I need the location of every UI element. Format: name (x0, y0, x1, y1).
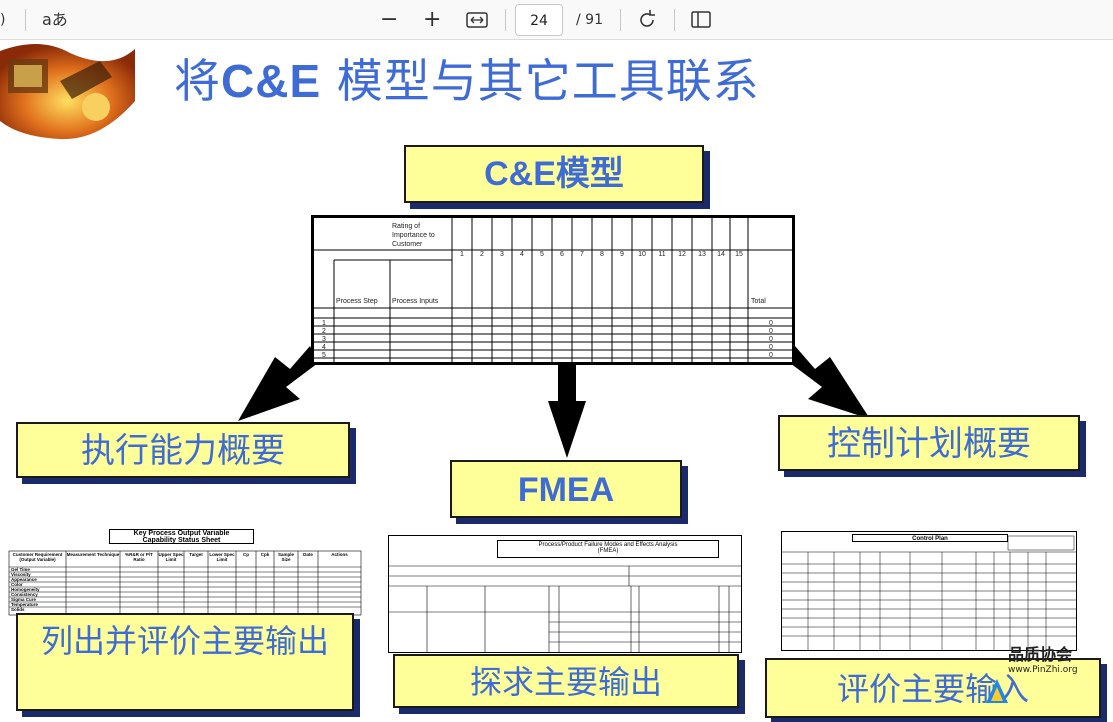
control-plan-box: 控制计划概要 (778, 415, 1080, 471)
slide-page: 将C&E 模型与其它工具联系 C&E模型 (0, 41, 1113, 722)
ce-row-total: 0 (769, 344, 773, 351)
capability-row-label: Solids (11, 607, 25, 612)
capability-header-cell: Date (303, 552, 313, 557)
ce-matrix: Rating of Importance to Customer Process… (311, 215, 795, 365)
ce-row-number: 3 (322, 336, 326, 343)
slide-title: 将C&E 模型与其它工具联系 (174, 45, 760, 111)
ce-column-number: 14 (717, 251, 725, 258)
watermark-url: www.PinZhi.org (1008, 665, 1078, 675)
control-plan-grid (782, 535, 1076, 650)
decorative-logo-image (0, 41, 140, 141)
capability-header-cell: %R&R or P/T Ratio (125, 552, 153, 562)
pdf-toolbar: ) aあ − + 24 / 91 (0, 0, 1113, 40)
capability-header-cell: Customer Requirement (Output Variable) (12, 552, 63, 562)
ce-column-number: 13 (698, 251, 706, 258)
read-aloud-button[interactable]: aあ (42, 10, 68, 29)
total-pages: / 91 (576, 12, 603, 28)
ce-row-total: 0 (769, 336, 773, 343)
control-plan-thumbnail: Control Plan (781, 531, 1077, 651)
ce-row-number: 1 (322, 320, 326, 327)
title-prefix: 将 (174, 54, 221, 108)
process-step-header: Process Step (336, 298, 378, 305)
ce-column-number: 1 (460, 251, 464, 258)
ce-column-number: 2 (480, 251, 484, 258)
watermark-logo-icon (986, 679, 1008, 703)
ce-column-number: 3 (500, 251, 504, 258)
ce-column-number: 7 (580, 251, 584, 258)
ce-column-number: 15 (735, 251, 743, 258)
flow-arrows (238, 346, 870, 458)
fmea-sheet-title: Process/Product Failure Modes and Effect… (497, 540, 719, 558)
fmea-box: FMEA (450, 460, 682, 518)
capability-row-label: Consistency (11, 592, 38, 597)
ce-row-number: 5 (322, 352, 326, 359)
capability-header-cell: Cp (243, 552, 249, 557)
ce-row-total: 0 (769, 352, 773, 359)
ce-row-number: 2 (322, 328, 326, 335)
capability-row-label: Appearance (11, 577, 37, 582)
ce-column-number: 10 (638, 251, 646, 258)
capability-row-label: Gel Time (11, 567, 30, 572)
list-evaluate-outputs-box: 列出并评价主要输出 (16, 613, 354, 711)
total-header: Total (751, 298, 766, 305)
capability-header-cell: Actions (331, 552, 348, 557)
capability-row-label: Temperature (11, 602, 38, 607)
fit-width-icon[interactable] (466, 0, 488, 40)
capability-row-label: Color (11, 582, 23, 587)
page-view-icon[interactable] (690, 0, 712, 40)
toolbar-divider (620, 9, 621, 31)
capability-grid (8, 550, 362, 616)
ce-model-box: C&E模型 (404, 145, 704, 203)
ce-column-number: 11 (658, 251, 666, 258)
rating-label: Rating of Importance to Customer (392, 223, 435, 248)
capability-sheet-thumbnail: Key Process Output Variable Capability S… (8, 529, 362, 617)
capability-summary-box: 执行能力概要 (16, 422, 350, 478)
zoom-in-button[interactable]: + (423, 7, 442, 32)
ce-column-number: 12 (678, 251, 686, 258)
page-number-input[interactable]: 24 (515, 4, 563, 36)
capability-header-cell: Measurement Technique (66, 552, 120, 557)
toolbar-divider (505, 9, 506, 31)
ce-column-number: 9 (620, 251, 624, 258)
capability-header-cell: Cpk (260, 552, 270, 557)
ce-row-total: 0 (769, 328, 773, 335)
ce-row-total: 0 (769, 320, 773, 327)
fmea-grid (389, 565, 741, 652)
toolbar-divider (25, 9, 26, 31)
ce-column-number: 6 (560, 251, 564, 258)
reading-icon[interactable]: ) (0, 12, 6, 28)
rotate-icon[interactable] (636, 0, 658, 40)
capability-title-line2: Capability Status Sheet (142, 537, 221, 544)
ce-column-number: 4 (520, 251, 524, 258)
title-bold: C&E (221, 55, 322, 107)
capability-title-line1: Key Process Output Variable (133, 530, 230, 537)
capability-header-cell: Target (189, 552, 203, 557)
capability-row-label: Homogeneity (11, 587, 40, 592)
toolbar-divider (674, 9, 675, 31)
explore-outputs-box: 探求主要输出 (393, 654, 739, 708)
watermark: 品质协会 www.PinZhi.org (1008, 641, 1078, 675)
fmea-sheet-thumbnail: Process/Product Failure Modes and Effect… (388, 535, 742, 653)
capability-row-label: Sigma Cure (11, 597, 37, 602)
title-rest: 模型与其它工具联系 (321, 54, 760, 108)
ce-column-number: 5 (540, 251, 544, 258)
capability-header-cell: Sample Size (277, 552, 294, 562)
capability-sheet-title: Key Process Output Variable Capability S… (109, 529, 254, 544)
process-inputs-header: Process Inputs (392, 298, 439, 305)
watermark-text: 品质协会 (1008, 645, 1073, 664)
zoom-out-button[interactable]: − (380, 7, 399, 32)
capability-header-cell: Upper Spec Limit (158, 552, 184, 562)
ce-column-number: 8 (600, 251, 604, 258)
capability-header-cell: Lower Spec Limit (209, 552, 235, 562)
control-plan-title: Control Plan (852, 534, 1008, 542)
ce-row-number: 4 (322, 344, 326, 351)
capability-row-label: Viscosity (11, 572, 31, 577)
